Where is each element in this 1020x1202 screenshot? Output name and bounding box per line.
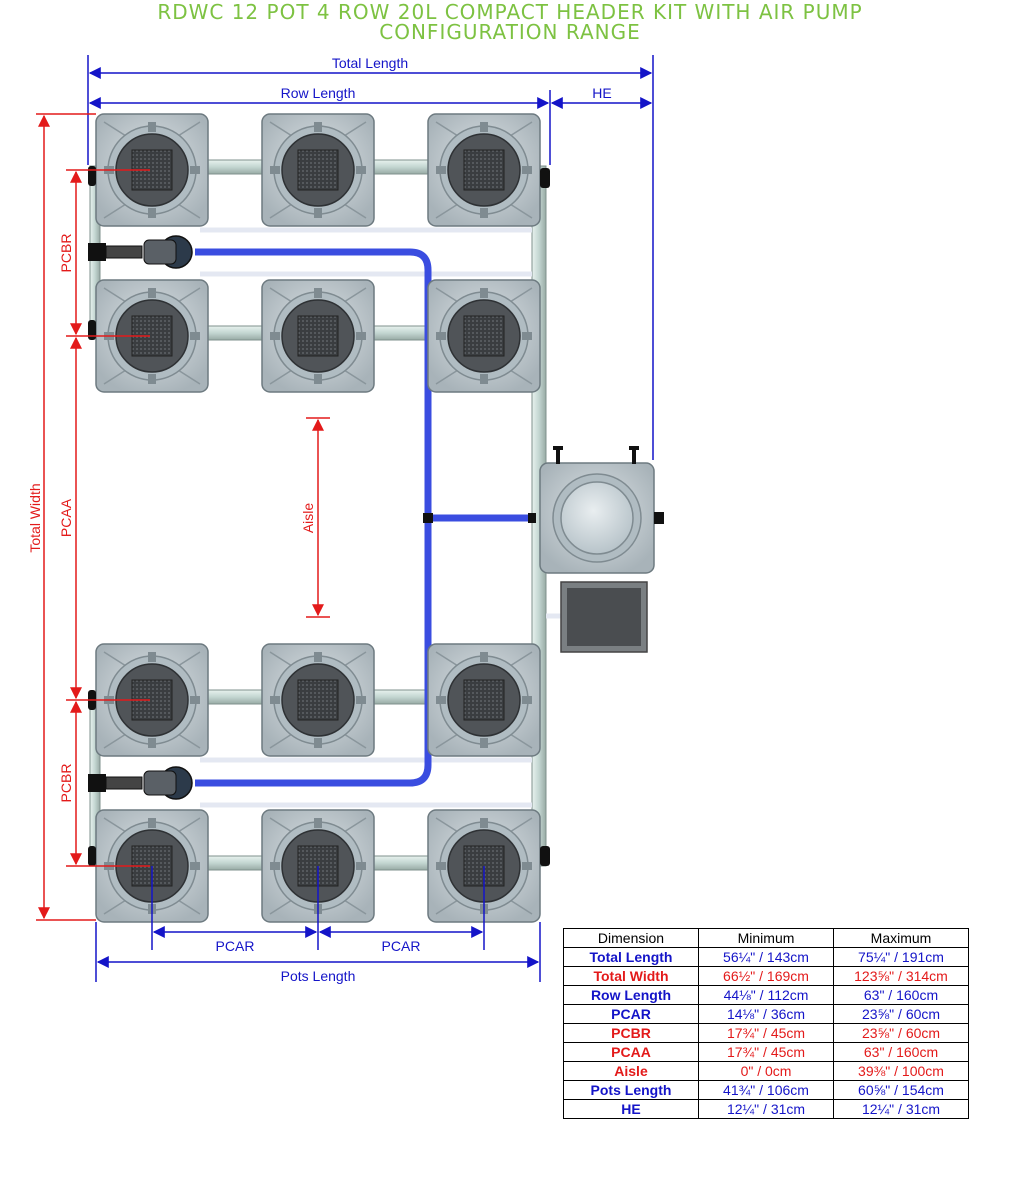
title-line-1: RDWC 12 POT 4 ROW 20L COMPACT HEADER KIT… xyxy=(157,0,863,24)
water-pump-bottom xyxy=(88,766,193,800)
pot-r2-c2 xyxy=(261,279,375,393)
left-cap-1 xyxy=(88,166,96,186)
table-cell-maximum: 75¼" / 191cm xyxy=(833,947,969,967)
pot-r1-c2 xyxy=(261,113,375,227)
label-pcar-right: PCAR xyxy=(382,938,421,954)
table-cell-minimum: 56¼" / 143cm xyxy=(698,947,834,967)
table-cell-maximum: 23⅝" / 60cm xyxy=(833,1004,969,1024)
label-total-width: Total Width xyxy=(27,483,43,552)
table-cell-minimum: 17¾" / 45cm xyxy=(698,1023,834,1043)
table-cell-dimension: HE xyxy=(563,1099,699,1119)
header-tank xyxy=(539,446,664,574)
table-cell-minimum: 41¾" / 106cm xyxy=(698,1080,834,1100)
title-line-2: CONFIGURATION RANGE xyxy=(379,20,641,44)
table-cell-dimension: Total Width xyxy=(563,966,699,986)
table-cell-maximum: 39⅜" / 100cm xyxy=(833,1061,969,1081)
table-header-dimension: Dimension xyxy=(563,928,699,948)
label-pcbr-bottom: PCBR xyxy=(58,764,74,803)
dimension-labels: Total Length Row Length HE Total Width P… xyxy=(27,55,612,984)
table-cell-maximum: 63" / 160cm xyxy=(833,1042,969,1062)
table-header-minimum: Minimum xyxy=(698,928,834,948)
dimension-lines-red xyxy=(36,113,330,921)
label-pcaa: PCAA xyxy=(58,498,74,537)
table-cell-dimension: Row Length xyxy=(563,985,699,1005)
table-header-maximum: Maximum xyxy=(833,928,969,948)
dimension-lines-blue xyxy=(87,55,654,982)
table-cell-maximum: 60⅝" / 154cm xyxy=(833,1080,969,1100)
table-cell-maximum: 63" / 160cm xyxy=(833,985,969,1005)
pot-r2-c3 xyxy=(427,279,541,393)
label-he: HE xyxy=(592,85,611,101)
end-cap-bottom xyxy=(540,846,550,866)
left-cap-4 xyxy=(88,846,96,866)
table-cell-minimum: 17¾" / 45cm xyxy=(698,1042,834,1062)
table-cell-dimension: PCAR xyxy=(563,1004,699,1024)
label-aisle: Aisle xyxy=(300,503,316,534)
table-cell-minimum: 12¼" / 31cm xyxy=(698,1099,834,1119)
label-row-length: Row Length xyxy=(281,85,356,101)
table-cell-dimension: Total Length xyxy=(563,947,699,967)
air-pump-box xyxy=(560,581,648,653)
table-cell-dimension: PCAA xyxy=(563,1042,699,1062)
label-pcbr-top: PCBR xyxy=(58,234,74,273)
table-cell-minimum: 44⅛" / 112cm xyxy=(698,985,834,1005)
table-cell-dimension: PCBR xyxy=(563,1023,699,1043)
water-pump-top xyxy=(88,235,193,269)
pot-r1-c3 xyxy=(427,113,541,227)
table-header-row: Dimension Minimum Maximum xyxy=(563,928,969,948)
table-cell-minimum: 0" / 0cm xyxy=(698,1061,834,1081)
air-hose xyxy=(195,248,536,787)
table-cell-minimum: 14⅛" / 36cm xyxy=(698,1004,834,1024)
left-cap-2 xyxy=(88,320,96,340)
table-cell-maximum: 12¼" / 31cm xyxy=(833,1099,969,1119)
diagram-title: RDWC 12 POT 4 ROW 20L COMPACT HEADER KIT… xyxy=(0,2,1020,42)
end-cap-top xyxy=(540,168,550,188)
table-cell-dimension: Aisle xyxy=(563,1061,699,1081)
pot-r3-c3 xyxy=(427,643,541,757)
label-total-length: Total Length xyxy=(332,55,408,71)
table-cell-maximum: 123⅝" / 314cm xyxy=(833,966,969,986)
pot-r3-c2 xyxy=(261,643,375,757)
label-pots-length: Pots Length xyxy=(281,968,356,984)
table-cell-minimum: 66½" / 169cm xyxy=(698,966,834,986)
table-cell-dimension: Pots Length xyxy=(563,1080,699,1100)
label-pcar-left: PCAR xyxy=(216,938,255,954)
table-cell-maximum: 23⅝" / 60cm xyxy=(833,1023,969,1043)
